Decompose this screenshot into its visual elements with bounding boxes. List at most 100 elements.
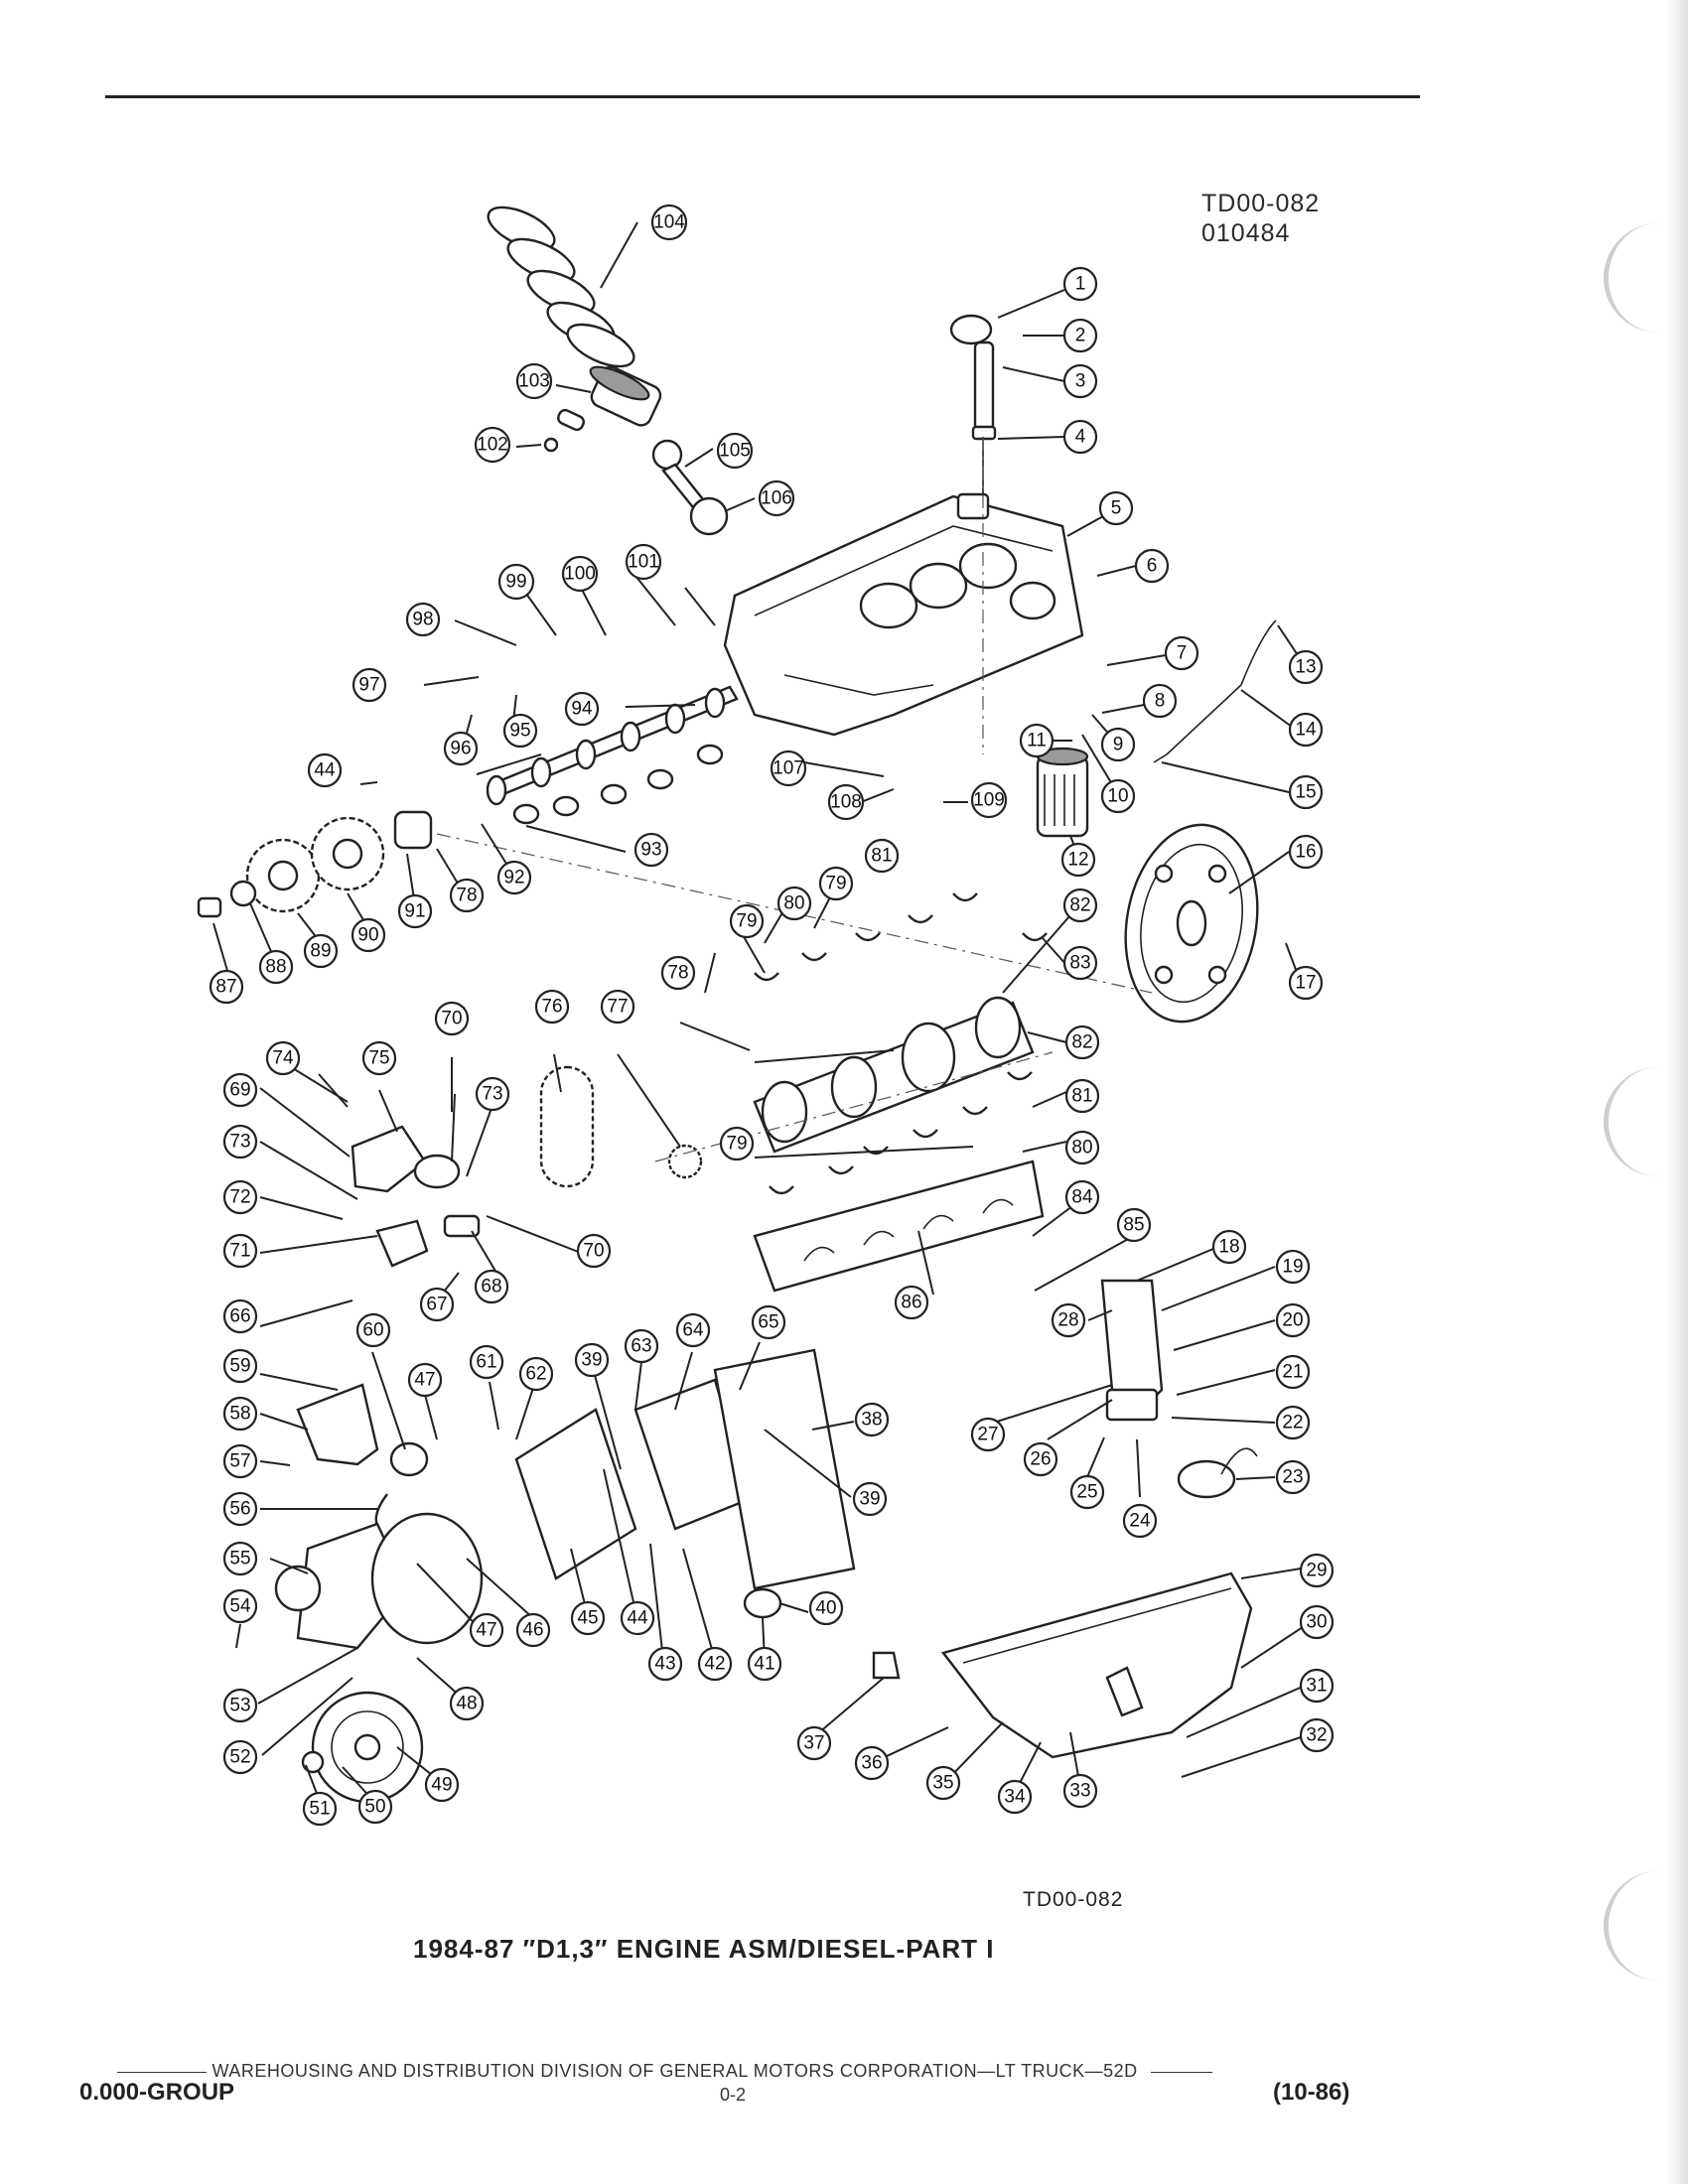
svg-text:27: 27 <box>977 1425 998 1445</box>
svg-text:53: 53 <box>229 1696 250 1716</box>
callout-100: 100 <box>561 555 599 593</box>
svg-text:34: 34 <box>1004 1787 1026 1808</box>
svg-text:26: 26 <box>1030 1449 1051 1470</box>
callout-9: 9 <box>1100 727 1136 762</box>
svg-text:81: 81 <box>871 846 892 867</box>
callout-82b: 82 <box>1064 1024 1100 1060</box>
pump-drive-illustration <box>949 314 997 496</box>
callout-43: 43 <box>647 1646 683 1682</box>
svg-text:56: 56 <box>229 1499 250 1520</box>
svg-text:86: 86 <box>901 1293 921 1313</box>
reference-date-code: 010484 <box>1201 219 1291 247</box>
water-crossover-illustration <box>296 1383 429 1527</box>
main-bearings-upper-illustration <box>754 892 1048 982</box>
svg-text:78: 78 <box>667 963 688 984</box>
water-pump-illustration <box>274 1512 484 1650</box>
damper-illustration <box>301 1691 424 1804</box>
callout-89: 89 <box>303 933 339 969</box>
callout-37: 37 <box>796 1725 832 1761</box>
svg-text:10: 10 <box>1107 786 1128 807</box>
svg-text:39: 39 <box>859 1489 880 1510</box>
callout-50: 50 <box>357 1789 393 1825</box>
callout-4: 4 <box>1062 419 1098 455</box>
callout-39b: 39 <box>852 1481 888 1517</box>
part-illustrations <box>197 205 1277 1804</box>
svg-text:94: 94 <box>571 699 593 720</box>
callout-63: 63 <box>624 1328 659 1364</box>
callout-108: 108 <box>827 783 865 821</box>
svg-text:45: 45 <box>577 1608 598 1629</box>
callout-22: 22 <box>1275 1405 1311 1440</box>
header-rule <box>105 95 1420 98</box>
callout-84: 84 <box>1064 1179 1100 1215</box>
callout-103: 103 <box>515 362 553 400</box>
svg-text:74: 74 <box>272 1048 294 1069</box>
callout-44a: 44 <box>307 752 343 788</box>
callout-54: 54 <box>222 1588 258 1624</box>
callout-97: 97 <box>352 667 387 703</box>
callout-29: 29 <box>1299 1553 1335 1588</box>
svg-text:90: 90 <box>357 925 378 946</box>
binder-hole <box>1604 1871 1668 1980</box>
svg-text:83: 83 <box>1069 953 1090 974</box>
callout-94: 94 <box>564 691 600 727</box>
callout-47a: 47 <box>407 1362 443 1398</box>
callout-20: 20 <box>1275 1302 1311 1338</box>
callout-49: 49 <box>424 1767 460 1803</box>
callout-1: 1 <box>1062 266 1098 302</box>
callout-96: 96 <box>443 731 479 766</box>
oil-pan-illustration <box>872 1571 1253 1759</box>
svg-text:60: 60 <box>362 1320 383 1341</box>
svg-text:102: 102 <box>477 435 508 456</box>
callout-95: 95 <box>502 713 538 749</box>
svg-text:80: 80 <box>1071 1138 1092 1159</box>
callout-79c: 79 <box>719 1126 755 1161</box>
callout-10: 10 <box>1100 778 1136 814</box>
callout-85: 85 <box>1116 1207 1152 1243</box>
callout-12: 12 <box>1060 842 1096 878</box>
svg-text:109: 109 <box>973 790 1005 811</box>
camshaft-illustration <box>486 685 739 806</box>
connecting-rod-illustration <box>651 439 729 536</box>
piston-illustration <box>543 365 662 453</box>
callout-70a: 70 <box>434 1001 470 1036</box>
callout-51: 51 <box>302 1791 338 1827</box>
svg-text:14: 14 <box>1295 720 1317 741</box>
piston-rings-illustration <box>487 205 635 368</box>
crankshaft-illustration <box>753 996 1035 1154</box>
svg-text:61: 61 <box>476 1352 496 1373</box>
svg-text:15: 15 <box>1295 782 1316 803</box>
callout-79b: 79 <box>818 866 854 901</box>
callout-80a: 80 <box>776 886 812 921</box>
svg-text:104: 104 <box>653 212 685 233</box>
figure-reference-id: TD00-082 <box>1023 1888 1124 1911</box>
svg-text:67: 67 <box>426 1295 447 1315</box>
svg-text:63: 63 <box>631 1336 651 1357</box>
callout-27: 27 <box>970 1417 1006 1452</box>
callout-53: 53 <box>222 1688 258 1723</box>
svg-text:41: 41 <box>754 1654 774 1675</box>
callout-86: 86 <box>894 1285 929 1320</box>
svg-text:16: 16 <box>1295 842 1316 863</box>
callout-34: 34 <box>997 1779 1033 1815</box>
svg-text:73: 73 <box>229 1132 250 1153</box>
callout-52: 52 <box>222 1739 258 1775</box>
callout-26: 26 <box>1023 1441 1058 1477</box>
figure-title: 1984-87 ″D1,3″ ENGINE ASM/DIESEL-PART I <box>413 1934 995 1964</box>
callout-93: 93 <box>633 832 669 868</box>
svg-text:59: 59 <box>229 1356 250 1377</box>
svg-text:100: 100 <box>564 564 596 585</box>
svg-text:39: 39 <box>581 1350 602 1371</box>
callout-44b: 44 <box>620 1600 655 1636</box>
flywheel-illustration <box>1124 823 1259 1024</box>
callout-80b: 80 <box>1064 1130 1100 1165</box>
callout-76: 76 <box>534 989 570 1024</box>
svg-text:25: 25 <box>1076 1482 1097 1503</box>
svg-text:13: 13 <box>1295 657 1316 678</box>
svg-text:87: 87 <box>215 977 236 998</box>
callout-40: 40 <box>808 1590 844 1626</box>
callout-21: 21 <box>1275 1354 1311 1390</box>
callout-markers: 1 2 3 4 5 6 7 8 9 10 11 12 13 14 15 16 1… <box>209 204 1335 1827</box>
svg-text:44: 44 <box>314 760 336 781</box>
